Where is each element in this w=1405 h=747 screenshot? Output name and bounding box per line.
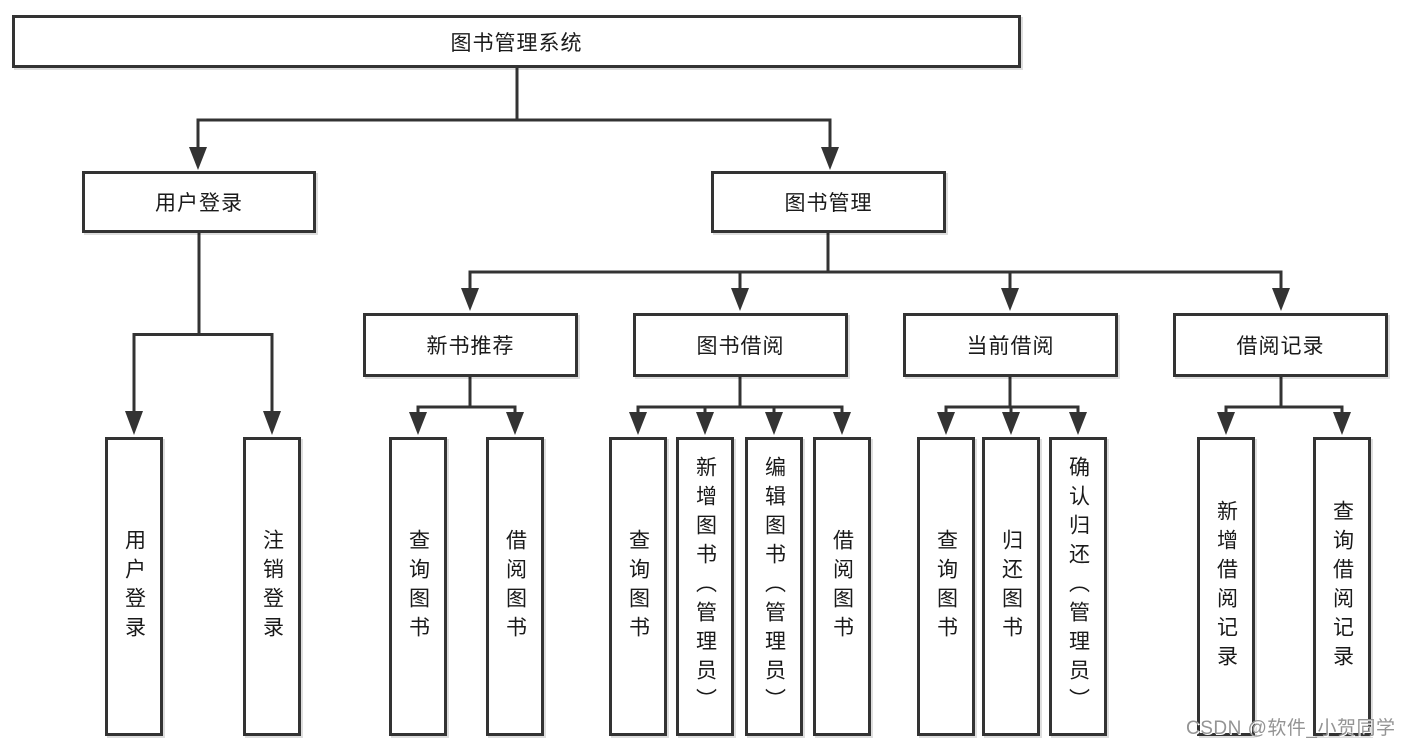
branch-login-to-leaves	[125, 233, 281, 435]
leaf-cur-query-books: 查询图书	[917, 437, 975, 736]
node-label: 确认归还（管理员）	[1066, 456, 1090, 717]
node-label: 编辑图书（管理员）	[762, 456, 786, 717]
arrowhead-icon	[1002, 412, 1020, 435]
connector-path	[636, 377, 844, 413]
leaf-bw-edit-books-admin: 编辑图书（管理员）	[745, 437, 803, 736]
node-label: 用户登录	[122, 528, 146, 645]
arrowhead-icon	[461, 288, 479, 311]
leaf-cur-confirm-return-admin: 确认归还（管理员）	[1049, 437, 1107, 736]
arrowhead-icon	[765, 412, 783, 435]
csdn-watermark: CSDN @软件_小贺同学	[1186, 718, 1396, 739]
arrowhead-icon	[1001, 288, 1019, 311]
node-book-management: 图书管理	[711, 171, 946, 233]
connector-path	[196, 68, 832, 149]
node-label: 用户登录	[155, 192, 243, 215]
connector-path	[944, 377, 1080, 413]
connector-path	[1224, 377, 1344, 413]
connector-path	[132, 233, 274, 412]
node-label: 图书管理系统	[450, 31, 583, 55]
arrowhead-icon	[263, 411, 281, 435]
arrowhead-icon	[731, 288, 749, 311]
arrowhead-icon	[1217, 412, 1235, 435]
connector-path	[468, 233, 1283, 289]
leaf-rec-query-record: 查询借阅记录	[1313, 437, 1371, 736]
leaf-nb-query-books: 查询图书	[389, 437, 447, 736]
node-label: 查询图书	[626, 528, 650, 645]
branch-borrowing-to-leaves	[629, 377, 851, 435]
arrowhead-icon	[629, 412, 647, 435]
arrowhead-icon	[1069, 412, 1087, 435]
branch-records-to-leaves	[1217, 377, 1351, 435]
node-user-login: 用户登录	[82, 171, 316, 233]
arrowhead-icon	[821, 147, 839, 170]
connector-path	[416, 377, 517, 413]
node-new-book-recommendation: 新书推荐	[363, 313, 578, 377]
arrowhead-icon	[125, 411, 143, 435]
node-borrowing-records: 借阅记录	[1173, 313, 1388, 377]
branch-current-to-leaves	[937, 377, 1087, 435]
arrowhead-icon	[1272, 288, 1290, 311]
arrowhead-icon	[1333, 412, 1351, 435]
arrowhead-icon	[506, 412, 524, 435]
node-book-borrowing: 图书借阅	[633, 313, 848, 377]
node-label: 注销登录	[260, 528, 284, 645]
branch-mgmt-to-level3	[461, 233, 1290, 311]
node-label: 查询图书	[406, 528, 430, 645]
node-label: 借阅图书	[830, 528, 854, 645]
node-label: 查询借阅记录	[1330, 499, 1354, 674]
node-label: 新书推荐	[426, 335, 515, 358]
leaf-user-login: 用户登录	[105, 437, 163, 736]
node-label: 图书管理	[784, 192, 873, 215]
leaf-logout: 注销登录	[243, 437, 301, 736]
node-label: 新增借阅记录	[1214, 499, 1238, 674]
leaf-cur-return-books: 归还图书	[982, 437, 1040, 736]
node-label: 当前借阅	[966, 335, 1055, 358]
node-label: 借阅记录	[1236, 335, 1325, 358]
node-current-borrowing: 当前借阅	[903, 313, 1118, 377]
branch-newbooks-to-leaves	[409, 377, 524, 435]
arrowhead-icon	[409, 412, 427, 435]
leaf-rec-add-record: 新增借阅记录	[1197, 437, 1255, 736]
node-label: 归还图书	[999, 528, 1023, 645]
node-label: 查询图书	[934, 528, 958, 645]
branch-root-to-level2	[189, 68, 839, 170]
node-label: 新增图书（管理员）	[693, 456, 717, 717]
node-label: 图书借阅	[696, 335, 785, 358]
leaf-bw-query-books: 查询图书	[609, 437, 667, 736]
node-label: 借阅图书	[503, 528, 527, 645]
leaf-bw-borrow-books: 借阅图书	[813, 437, 871, 736]
leaf-nb-borrow-books: 借阅图书	[486, 437, 544, 736]
arrowhead-icon	[189, 147, 207, 170]
arrowhead-icon	[696, 412, 714, 435]
leaf-bw-add-books-admin: 新增图书（管理员）	[676, 437, 734, 736]
node-library-system: 图书管理系统	[12, 15, 1021, 68]
arrowhead-icon	[833, 412, 851, 435]
arrowhead-icon	[937, 412, 955, 435]
